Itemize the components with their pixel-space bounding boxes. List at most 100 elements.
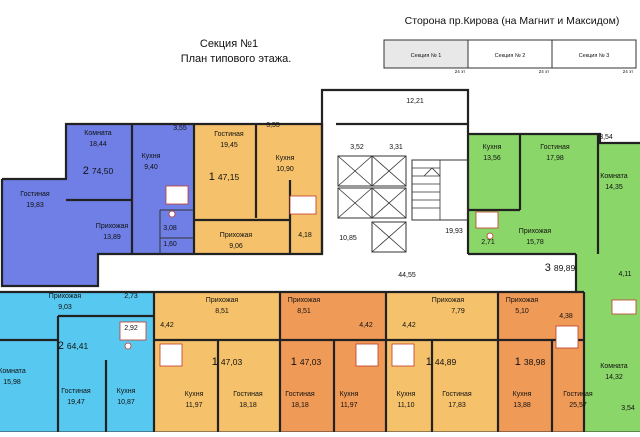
room-label: 2,92	[124, 325, 138, 332]
room-label: 10,90	[276, 166, 294, 173]
room-label: Гостиная	[61, 388, 91, 395]
room-label: 4,42	[402, 322, 416, 329]
core-area-label: 3,52	[350, 144, 364, 151]
room-label: 4,11	[618, 271, 631, 278]
room-label: 4,42	[160, 322, 174, 329]
room-label: 2,71	[481, 239, 495, 246]
room-label: Комната	[600, 173, 628, 180]
room-label: 4,42	[359, 322, 373, 329]
apartment-area: 47,03	[300, 357, 322, 367]
room-label: 17,98	[546, 155, 564, 162]
room-label: Кухня	[483, 144, 502, 151]
apartment-area: 89,89	[554, 263, 576, 273]
room-label: Прихожая	[206, 297, 239, 304]
room-label: 3,54	[621, 405, 635, 412]
room-label: 19,83	[26, 202, 44, 209]
room-label: Прихожая	[432, 297, 465, 304]
room-labels: Комната18,44Кухня9,403,55Гостиная19,83Пр…	[0, 122, 635, 412]
room-label: Кухня	[513, 391, 532, 398]
walls	[0, 88, 640, 433]
orientation-label: Сторона пр.Кирова (на Магнит и Максидом)	[405, 15, 620, 27]
key-plan-floors-2: 24 эт	[539, 69, 550, 74]
room-label: Кухня	[340, 391, 359, 398]
apartment-a7[interactable]	[386, 292, 498, 432]
apartment-area: 38,98	[524, 357, 546, 367]
room-label: Прихожая	[519, 228, 552, 235]
room-label: Комната	[84, 130, 112, 137]
room-label: 11,97	[341, 402, 358, 409]
key-plan-section-3: Секция № 3	[579, 53, 610, 59]
core-area-label: 44,55	[398, 272, 416, 279]
room-label: 1,60	[163, 241, 177, 248]
apartment-a1[interactable]	[2, 124, 194, 286]
room-label: Комната	[600, 363, 628, 370]
room-label: 9,03	[58, 304, 72, 311]
room-label: Гостиная	[285, 391, 315, 398]
apartment-area: 74,50	[92, 166, 114, 176]
room-label: 14,35	[605, 184, 623, 191]
room-label: 11,10	[398, 402, 415, 409]
room-label: Прихожая	[49, 293, 82, 300]
apartment-area: 44,89	[435, 357, 457, 367]
room-label: Гостиная	[563, 391, 593, 398]
room-label: 3,55	[266, 122, 280, 129]
apartment-room-count: 1	[426, 356, 432, 368]
apartment-area: 47,03	[221, 357, 243, 367]
core-area-label: 3,31	[389, 144, 403, 151]
room-label: Прихожая	[506, 297, 539, 304]
apartment-area: 64,41	[67, 341, 89, 351]
room-label: Кухня	[142, 153, 161, 160]
room-label: 4,18	[298, 232, 312, 239]
room-label: 3,08	[163, 225, 177, 232]
room-label: Кухня	[185, 391, 204, 398]
room-label: 8,51	[297, 308, 311, 315]
room-label: 9,06	[229, 243, 243, 250]
apartment-room-count: 1	[515, 356, 521, 368]
room-label: 13,89	[103, 234, 121, 241]
room-label: 13,56	[483, 155, 501, 162]
room-label: 18,44	[89, 141, 107, 148]
apartment-a4[interactable]	[0, 292, 154, 432]
key-plan: Секция № 1 Секция № 2 Секция № 3 24 эт 2…	[383, 39, 637, 74]
core-area-label: 10,85	[339, 235, 357, 242]
apartment-room-count: 1	[212, 356, 218, 368]
room-label: Гостиная	[540, 144, 570, 151]
room-label: Гостиная	[442, 391, 472, 398]
apartment-room-count: 2	[83, 165, 89, 177]
key-plan-floors-3: 24 эт	[623, 69, 634, 74]
room-label: 25,57	[569, 402, 587, 409]
room-label: 13,88	[513, 402, 531, 409]
room-label: 8,51	[215, 308, 229, 315]
apartment-room-count: 3	[545, 262, 551, 274]
room-label: 14,32	[605, 374, 623, 381]
room-label: 17,83	[448, 402, 466, 409]
core-area-label: 19,93	[445, 228, 463, 235]
room-label: 15,98	[3, 379, 21, 386]
room-label: Гостиная	[20, 191, 50, 198]
room-label: Прихожая	[288, 297, 321, 304]
room-label: 3,54	[599, 134, 613, 141]
key-plan-floors-1: 24 эт	[455, 69, 466, 74]
room-label: Прихожая	[220, 232, 253, 239]
room-label: 18,18	[239, 402, 257, 409]
room-label: Кухня	[117, 388, 136, 395]
room-label: 10,87	[117, 399, 135, 406]
key-plan-section-2: Секция № 2	[495, 53, 526, 59]
key-plan-section-1: Секция № 1	[411, 53, 442, 59]
room-label: 3,55	[173, 125, 187, 132]
room-label: 7,79	[451, 308, 465, 315]
bathroom-fixtures	[119, 185, 637, 367]
room-label: Прихожая	[96, 223, 129, 230]
apartment-room-count: 1	[209, 171, 215, 183]
room-label: Кухня	[397, 391, 416, 398]
room-label: 9,40	[144, 164, 158, 171]
